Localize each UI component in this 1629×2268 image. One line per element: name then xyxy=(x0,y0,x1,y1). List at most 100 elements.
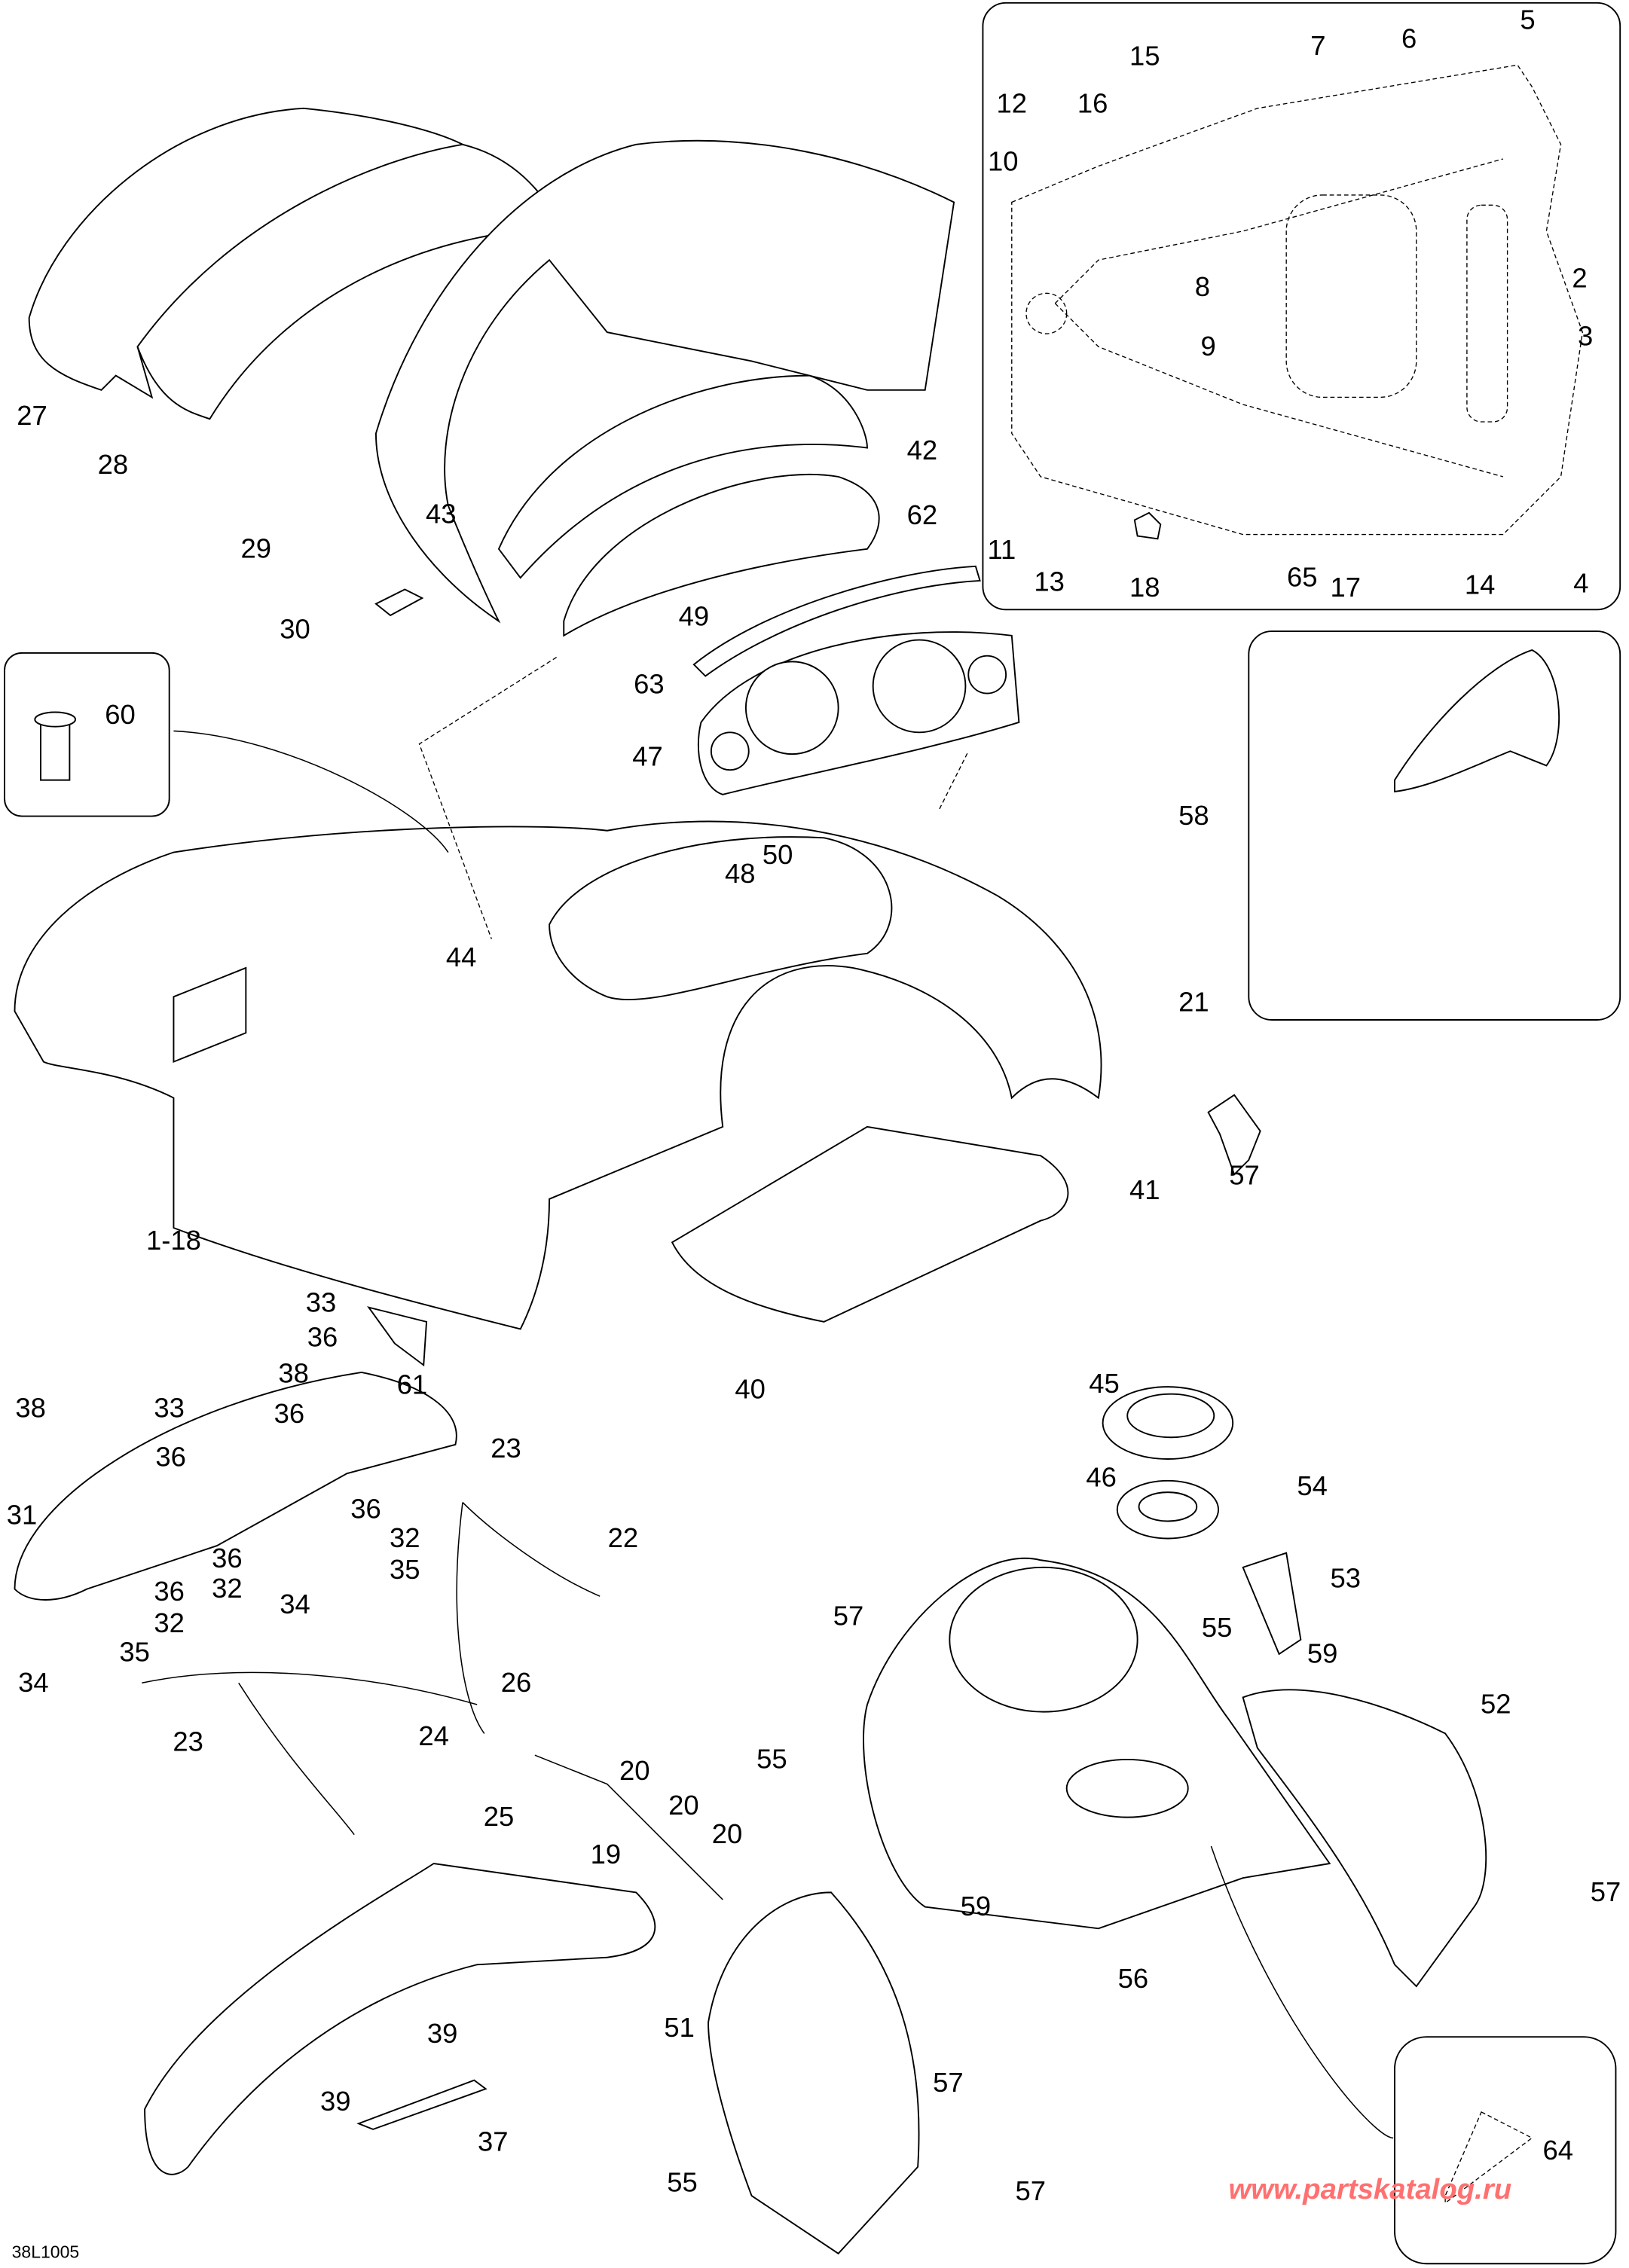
callout: 43 xyxy=(426,498,457,529)
callout: 16 xyxy=(1077,88,1108,119)
callout: 18 xyxy=(1129,572,1160,603)
callout: 34 xyxy=(18,1667,49,1698)
callout: 2 xyxy=(1572,263,1587,294)
bracket-21 xyxy=(1207,1094,1261,1176)
cover-64 xyxy=(1444,2111,1533,2205)
callout: 53 xyxy=(1331,1563,1362,1594)
bracket-61 xyxy=(367,1306,428,1367)
callout: 55 xyxy=(667,2166,698,2197)
callout: 50 xyxy=(763,839,793,870)
callout: 28 xyxy=(98,449,129,480)
ring-45 xyxy=(1102,1386,1234,1460)
side-panel-51 xyxy=(708,1891,920,2255)
callout: 36 xyxy=(350,1494,381,1525)
part-30 xyxy=(374,588,424,617)
callout: 10 xyxy=(988,145,1019,176)
callout: 49 xyxy=(679,600,710,631)
callout: 4 xyxy=(1573,567,1588,598)
callout: 35 xyxy=(390,1554,420,1585)
detail-box-60 xyxy=(4,652,170,817)
callout: 20 xyxy=(619,1755,650,1786)
callout: 7 xyxy=(1310,30,1325,61)
callout: 32 xyxy=(212,1573,243,1604)
callout: 57 xyxy=(933,2067,964,2098)
callout: 59 xyxy=(1307,1638,1338,1668)
callout: 65 xyxy=(1287,562,1318,593)
trim-63 xyxy=(692,565,981,677)
callout: 33 xyxy=(306,1287,337,1317)
callout: 55 xyxy=(756,1743,787,1774)
callout: 26 xyxy=(501,1667,532,1698)
gauge-support-42 xyxy=(497,374,868,579)
main-body-1-18 xyxy=(14,820,1102,1330)
callout: 5 xyxy=(1520,4,1535,35)
callout: 62 xyxy=(907,499,938,530)
callout: 25 xyxy=(484,1801,515,1832)
callout: 48 xyxy=(725,858,756,889)
callout: 44 xyxy=(446,942,477,972)
callout: 30 xyxy=(280,614,310,645)
callout: 24 xyxy=(418,1720,449,1751)
callout: 22 xyxy=(608,1522,639,1553)
callout: 20 xyxy=(668,1790,699,1821)
callout: 32 xyxy=(154,1607,185,1638)
tray-41 xyxy=(671,1125,1069,1323)
callout: 35 xyxy=(119,1637,150,1668)
rod-19 xyxy=(534,1754,723,1900)
cable-23 xyxy=(238,1502,485,1836)
callout: 39 xyxy=(427,2018,458,2049)
callouts: 5 6 7 15 12 16 10 2 8 9 3 11 13 18 65 17… xyxy=(7,4,1621,2206)
windshield-29 xyxy=(374,139,955,624)
callout: 3 xyxy=(1578,320,1593,351)
callout: 36 xyxy=(274,1398,305,1429)
callout: 36 xyxy=(212,1543,243,1574)
callout: 13 xyxy=(1034,566,1065,597)
gauge-panel-47 xyxy=(697,631,1020,795)
callout: 58 xyxy=(1178,800,1209,831)
callout: 45 xyxy=(1089,1368,1120,1399)
rail-handle xyxy=(144,1863,656,2175)
callout: 38 xyxy=(278,1357,309,1388)
body-panels-detail xyxy=(1011,64,1584,540)
callout: 47 xyxy=(632,740,663,771)
callout: 36 xyxy=(307,1321,338,1352)
detail-box-body-panels xyxy=(982,2,1621,611)
callout: 36 xyxy=(155,1442,186,1473)
callout: 57 xyxy=(1015,2175,1046,2206)
callout: 55 xyxy=(1202,1612,1233,1643)
leader-line xyxy=(1210,1845,1394,2139)
drawing-code: 38L1005 xyxy=(12,2242,80,2262)
callout: 61 xyxy=(397,1369,428,1400)
callout: 41 xyxy=(1129,1174,1160,1205)
callout: 42 xyxy=(907,435,938,466)
callout: 46 xyxy=(1086,1461,1117,1492)
callout: 40 xyxy=(735,1373,766,1404)
seal-46 xyxy=(1116,1479,1219,1540)
callout: 17 xyxy=(1331,572,1362,603)
detail-box-58 xyxy=(1248,630,1621,1021)
callout: 21 xyxy=(1178,987,1209,1018)
console-56 xyxy=(863,1557,1331,1930)
part-62 xyxy=(563,474,880,637)
callout: 12 xyxy=(997,88,1028,119)
plate-53 xyxy=(1242,1552,1302,1656)
callout: 1-18 xyxy=(146,1225,201,1256)
callout: 20 xyxy=(712,1818,743,1849)
callout: 59 xyxy=(961,1891,992,1922)
callout: 23 xyxy=(173,1726,203,1757)
callout: 54 xyxy=(1297,1470,1328,1501)
callout: 14 xyxy=(1465,569,1496,600)
callout: 57 xyxy=(833,1601,864,1632)
detail-box-64 xyxy=(1394,2036,1617,2265)
cable-22 xyxy=(142,1502,601,1705)
callout: 36 xyxy=(154,1576,185,1607)
callout: 15 xyxy=(1129,40,1160,71)
callout: 60 xyxy=(105,699,136,730)
callout: 31 xyxy=(7,1499,38,1530)
callout: 56 xyxy=(1118,1963,1149,1994)
callout: 57 xyxy=(1229,1160,1260,1191)
callout: 8 xyxy=(1195,271,1210,302)
callout: 51 xyxy=(664,2012,695,2043)
callout: 29 xyxy=(240,533,271,563)
